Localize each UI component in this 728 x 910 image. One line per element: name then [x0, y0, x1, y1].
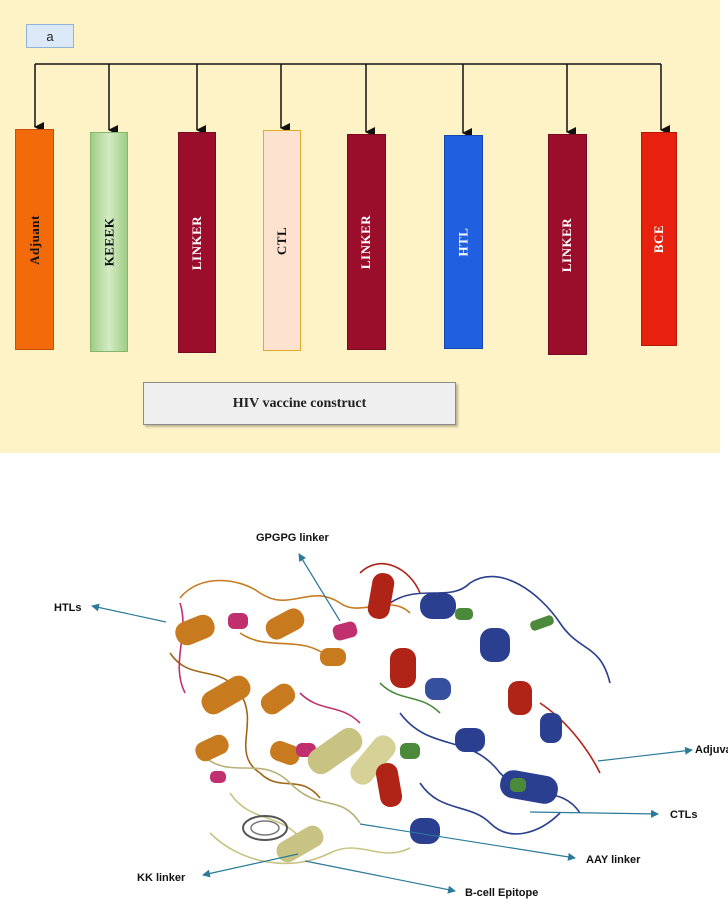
label-bcell-epitope: B-cell Epitope	[465, 887, 538, 899]
arrow-bcell	[304, 860, 456, 894]
aay-segments	[400, 608, 554, 792]
segment-label: LINKER	[189, 215, 205, 270]
segment-linker-1: LINKER	[178, 132, 216, 353]
segment-ctl: CTL	[263, 130, 301, 351]
segment-label: CTL	[273, 226, 289, 255]
segment-label: BCE	[650, 224, 666, 254]
segment-label: LINKER	[559, 217, 575, 272]
coil-loops	[169, 562, 611, 865]
arrow-adjuvant	[597, 746, 693, 762]
protein-structure-panel: GPGPG linker HTLs Adjuvant CTLs AAY link…	[54, 532, 728, 899]
construct-caption: HIV vaccine construct	[143, 382, 456, 425]
segment-htl: HTL	[444, 135, 483, 349]
segment-linker-2: LINKER	[347, 134, 386, 350]
arrow-aay	[359, 823, 576, 861]
panel-tag: a	[26, 24, 74, 48]
segment-label: KEEEK	[101, 217, 116, 267]
label-adjuvant: Adjuvant	[695, 744, 728, 756]
construct-panel: a Adjuant KEEEK LINKER CTL LINKER HTL LI…	[0, 0, 720, 453]
bcell-helices	[242, 727, 396, 863]
htl-helices	[175, 608, 346, 765]
arrow-kk	[202, 853, 299, 878]
ctl-helices	[410, 593, 562, 844]
label-gpgpg-linker: GPGPG linker	[256, 532, 329, 544]
label-htls: HTLs	[54, 602, 82, 614]
segment-adjuant: Adjuant	[15, 129, 54, 350]
arrow-htls	[91, 603, 167, 623]
segment-keeek: KEEEK	[90, 132, 128, 352]
segment-label: HTL	[455, 227, 471, 257]
label-ctls: CTLs	[670, 809, 698, 821]
arrow-gpgpg	[298, 553, 341, 622]
label-kk-linker: KK linker	[137, 872, 186, 884]
adjuvant-helices	[367, 573, 532, 807]
segment-linker-3: LINKER	[548, 134, 587, 355]
label-aay-linker: AAY linker	[586, 854, 641, 866]
segment-label: Adjuant	[26, 214, 42, 265]
segment-bce: BCE	[641, 132, 677, 346]
connector-arrows	[34, 63, 670, 138]
segment-label: LINKER	[358, 214, 374, 270]
arrow-ctls	[529, 809, 659, 818]
